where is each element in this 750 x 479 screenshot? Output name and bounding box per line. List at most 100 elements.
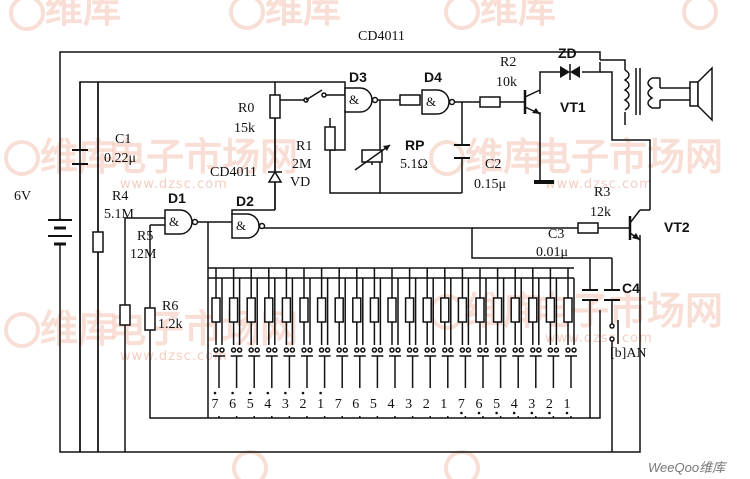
key-label: 6 [352, 397, 359, 412]
key-resistor [440, 297, 450, 323]
wires [59, 51, 690, 453]
resistor-r4 [92, 231, 104, 253]
watermark-url: www.dzsc.com [545, 331, 653, 346]
an-label: [b]AN [610, 346, 647, 361]
speaker-icon [689, 66, 713, 122]
key-resistor [352, 297, 362, 323]
key-column: 1 [440, 268, 454, 418]
key-column: 4 [264, 268, 278, 418]
nand-gate-d1: & [164, 209, 199, 235]
octave-dot [284, 391, 287, 395]
vt1-label: VT1 [560, 99, 586, 115]
key-label: 1 [564, 397, 571, 412]
vt2-label: VT2 [664, 219, 690, 235]
key-label: 6 [476, 397, 483, 412]
key-label: 4 [511, 397, 518, 412]
watermark-text: 维库 [465, 135, 541, 179]
key-resistor [457, 297, 468, 323]
r0-name: R0 [238, 101, 254, 116]
r2-name: R2 [500, 55, 516, 70]
octave-dot [231, 391, 234, 395]
capacitor-c4 [604, 289, 620, 301]
key-label: 1 [440, 397, 447, 412]
watermark-text: 维库 [265, 0, 341, 31]
c2-name: C2 [485, 157, 501, 172]
key-label: 6 [229, 397, 236, 412]
key-column: 7 [211, 268, 225, 418]
key-column: 2 [422, 268, 437, 418]
r5-name: R5 [137, 229, 153, 244]
svg-text:&: & [169, 214, 179, 229]
key-column: 3 [404, 268, 419, 418]
octave-dot [530, 411, 534, 415]
capacitor-c3 [582, 289, 598, 301]
key-column: 3 [528, 268, 542, 418]
r6-value: 1.2k [158, 317, 183, 332]
resistor-r5 [119, 304, 131, 326]
key-resistor [387, 297, 397, 323]
key-resistor [246, 297, 256, 323]
key-column: 2 [545, 268, 560, 418]
svg-text:&: & [236, 218, 246, 233]
r0-value: 15k [234, 121, 255, 136]
octave-dot [512, 411, 516, 415]
key-label: 7 [212, 397, 219, 412]
octave-dot [266, 391, 270, 395]
key-resistor [475, 297, 485, 323]
svg-text:&: & [349, 92, 359, 107]
key-column: 5 [492, 268, 507, 418]
key-column: 1 [563, 268, 577, 418]
watermark-text: 维库 [480, 0, 556, 31]
transistor-vt1 [523, 89, 541, 115]
key-resistor [369, 297, 380, 323]
key-column: 7 [334, 268, 349, 418]
key-label: 4 [264, 397, 271, 412]
transistor-vt2 [628, 209, 641, 241]
diode-vd [267, 118, 283, 183]
key-resistor [281, 297, 292, 323]
key-resistor [334, 297, 344, 323]
zener-diode-zd [560, 64, 580, 80]
key-column: 4 [510, 268, 525, 418]
key-label: 2 [546, 397, 553, 412]
watermark-url: www.dzsc.com [120, 177, 228, 192]
key-label: 3 [405, 397, 412, 412]
resistor-r3 [577, 222, 599, 234]
key-resistor [492, 297, 503, 323]
d3-label: D3 [349, 69, 367, 85]
switch [303, 89, 327, 103]
watermark-text: 维库 [40, 135, 116, 179]
key-column: 3 [281, 268, 296, 418]
key-label: 5 [493, 397, 500, 412]
watermark-text: 电子市场网 [533, 135, 723, 179]
octave-dot [319, 391, 322, 395]
c2-value: 0.15μ [474, 177, 506, 192]
r3-name: R3 [594, 185, 610, 200]
key-resistor [316, 297, 327, 323]
r1-name: R1 [296, 139, 312, 154]
key-column: 7 [457, 268, 472, 418]
ic-label-top: CD4011 [358, 29, 405, 44]
d1-label: D1 [168, 190, 186, 206]
c1-name: C1 [115, 132, 131, 147]
potentiometer-rp [354, 144, 391, 171]
r6-name: R6 [162, 299, 178, 314]
c3-value: 0.01μ [536, 245, 568, 260]
ic-label-mid: CD4011 [210, 165, 257, 180]
key-resistor [299, 297, 309, 323]
key-resistor [510, 297, 520, 323]
r4-value: 5.1M [104, 207, 135, 222]
resistor-r6 [144, 307, 156, 331]
watermark-text: 维库 [40, 307, 116, 351]
octave-dot [477, 411, 481, 415]
nand-gate-d3: & [344, 87, 379, 113]
key-resistor [422, 297, 432, 323]
key-label: 2 [423, 397, 430, 412]
key-label: 4 [388, 397, 395, 412]
octave-dot [495, 411, 498, 415]
nand-gate-d2: & [231, 213, 266, 239]
octave-dot [565, 411, 569, 415]
transformer [623, 68, 661, 115]
c4-label: C4 [622, 280, 640, 296]
